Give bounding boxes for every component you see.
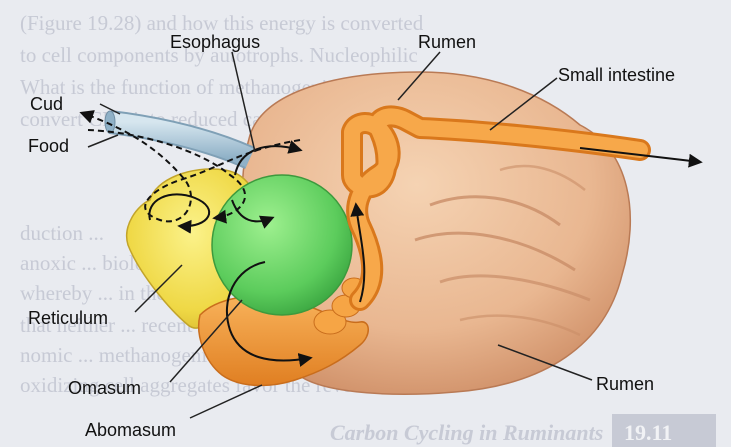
flow-arrows <box>79 110 703 367</box>
intestine-exit-arrow <box>579 147 703 168</box>
label-small-intestine: Small intestine <box>558 65 675 85</box>
label-reticulum: Reticulum <box>28 308 108 328</box>
bg-line-5: duction ... <box>20 221 104 245</box>
omasum-to-abomasum-arrow <box>225 261 313 367</box>
abomasum-to-intestine-arrow <box>350 202 366 303</box>
label-rumen-top: Rumen <box>418 32 476 52</box>
esophagus-tube <box>104 110 255 169</box>
omasum-entry-arrow <box>231 199 275 229</box>
bg-section-box <box>612 414 716 447</box>
label-omasum: Omasum <box>68 378 141 398</box>
reticulum-to-rumen-arrow <box>234 140 303 176</box>
rumen-loop-arrow <box>148 193 210 234</box>
label-esophagus: Esophagus <box>170 32 260 52</box>
label-cud: Cud <box>30 94 63 114</box>
omasum-organ <box>211 174 353 316</box>
bg-line-2: to cell components by autotrophs. Nucleo… <box>20 43 418 67</box>
labels: Esophagus Rumen Small intestine Cud Food… <box>28 32 675 440</box>
leader-lines <box>87 51 593 419</box>
label-abomasum: Abomasum <box>85 420 176 440</box>
label-food: Food <box>28 136 69 156</box>
bg-heading: Carbon Cycling in Ruminants <box>330 420 603 445</box>
bg-section-number: 19.11 <box>624 420 672 445</box>
cud-arrow <box>79 110 301 223</box>
label-rumen-bottom: Rumen <box>596 374 654 394</box>
bg-line-1: (Figure 19.28) and how this energy is co… <box>20 11 424 35</box>
